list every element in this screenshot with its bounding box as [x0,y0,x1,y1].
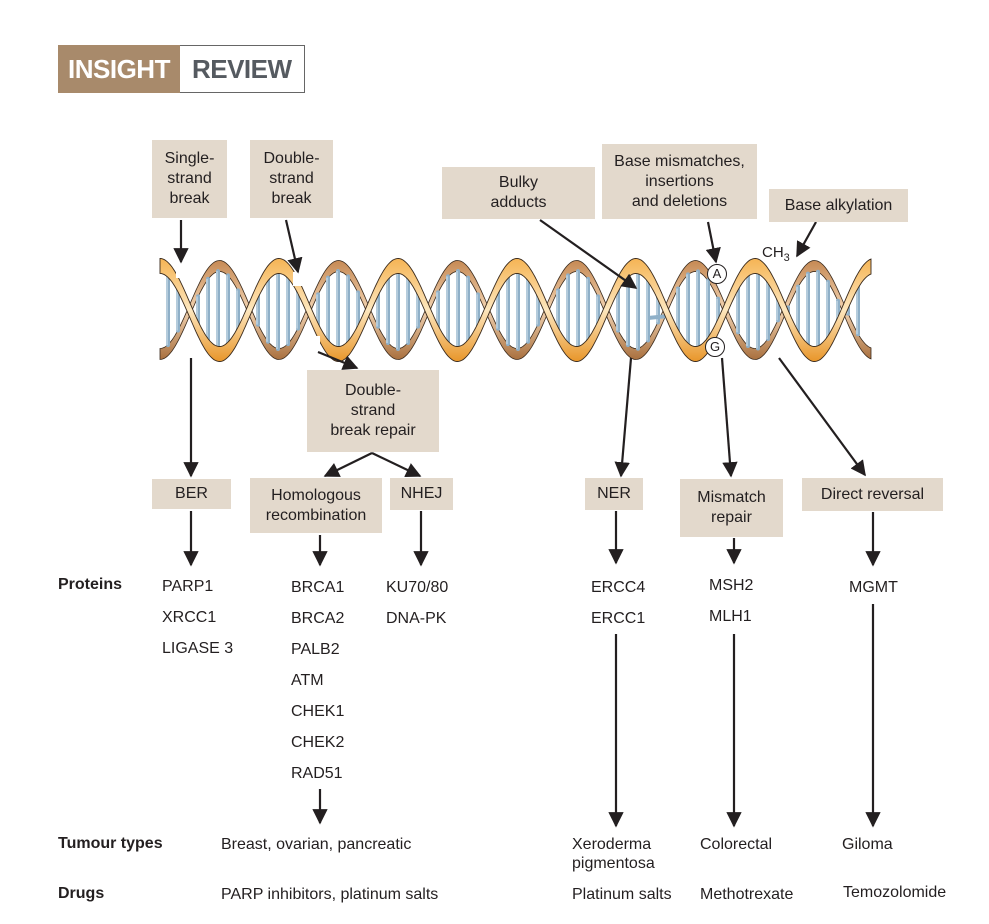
base-a-marker: A [707,264,727,284]
protein: ERCC1 [591,610,646,627]
proteins-ber: PARP1 XRCC1 LIGASE 3 [162,577,233,670]
pathway-mismatch-repair: Mismatch repair [680,479,783,537]
proteins-direct: MGMT [849,578,898,609]
proteins-mmr: MSH2 MLH1 [709,576,753,638]
arrow-to-mmr [720,357,738,478]
pathway-nhej: NHEJ [390,478,453,510]
damage-base-alkylation: Base alkylation [769,189,908,222]
single-strand-break-gap [176,262,185,278]
dna-double-helix [159,258,872,362]
arrow-to-hr [323,452,373,477]
protein: MLH1 [709,608,752,625]
protein: MGMT [849,579,898,596]
dsb-repair-box: Double- strand break repair [307,370,439,452]
protein: PARP1 [162,578,214,595]
drug-ner: Platinum salts [572,886,672,903]
protein: MSH2 [709,577,754,594]
damage-base-mismatches: Base mismatches, insertions and deletion… [602,144,757,219]
protein: RAD51 [291,765,343,782]
bulky-adduct-crosslink [647,314,669,320]
proteins-nhej: KU70/80 DNA-PK [386,578,448,640]
pathway-homologous-recombination: Homologous recombination [250,478,382,533]
header-insight: INSIGHT [58,45,180,93]
protein: ERCC4 [591,579,646,596]
protein: LIGASE 3 [162,640,234,657]
drug-direct: Temozolomide [843,884,947,901]
damage-single-strand-break: Single- strand break [152,140,227,218]
arrow-to-direct [778,357,866,477]
pathway-direct-reversal: Direct reversal [802,478,943,511]
row-label-tumour-types: Tumour types [58,835,163,852]
section-header: INSIGHT REVIEW [58,45,305,93]
row-label-proteins: Proteins [58,576,123,593]
arrow-to-nhej [371,452,422,477]
methyl-group-label: CH3 [762,244,790,264]
header-review: REVIEW [179,45,305,93]
protein: CHEK1 [291,703,345,720]
arrow-alkylation [796,221,817,258]
arrow-to-ner [614,357,633,478]
pathway-ner: NER [585,478,643,510]
tumour-ner: Xeroderma pigmentosa [572,836,655,872]
drug-hr: PARP inhibitors, platinum salts [221,886,439,903]
tumour-mmr: Colorectal [700,836,773,853]
proteins-hr: BRCA1 BRCA2 PALB2 ATM CHEK1 CHEK2 RAD51 [291,578,344,795]
tumour-hr: Breast, ovarian, pancreatic [221,836,412,853]
row-label-drugs: Drugs [58,885,105,902]
protein: XRCC1 [162,609,217,626]
protein: DNA-PK [386,610,447,627]
arrow-bulky [539,219,638,289]
helix-front-strand [159,258,872,362]
protein: ATM [291,672,324,689]
proteins-ner: ERCC4 ERCC1 [591,578,645,640]
damage-double-strand-break: Double- strand break [250,140,333,218]
damage-bulky-adducts: Bulky adducts [442,167,595,219]
protein: BRCA1 [291,579,345,596]
drug-mmr: Methotrexate [700,886,794,903]
tumour-direct: Giloma [842,836,893,853]
arrow-mismatch [705,221,721,264]
protein: PALB2 [291,641,340,658]
base-g-marker: G [705,337,725,357]
arrow-dsb [284,219,303,274]
double-strand-break-gap-bottom [311,336,320,350]
arrow-to-dsb-repair [317,350,359,370]
protein: BRCA2 [291,610,345,627]
protein: CHEK2 [291,734,345,751]
protein: KU70/80 [386,579,449,596]
double-strand-break-gap-top [293,272,302,286]
arrows [173,219,881,828]
pathway-ber: BER [152,479,231,509]
